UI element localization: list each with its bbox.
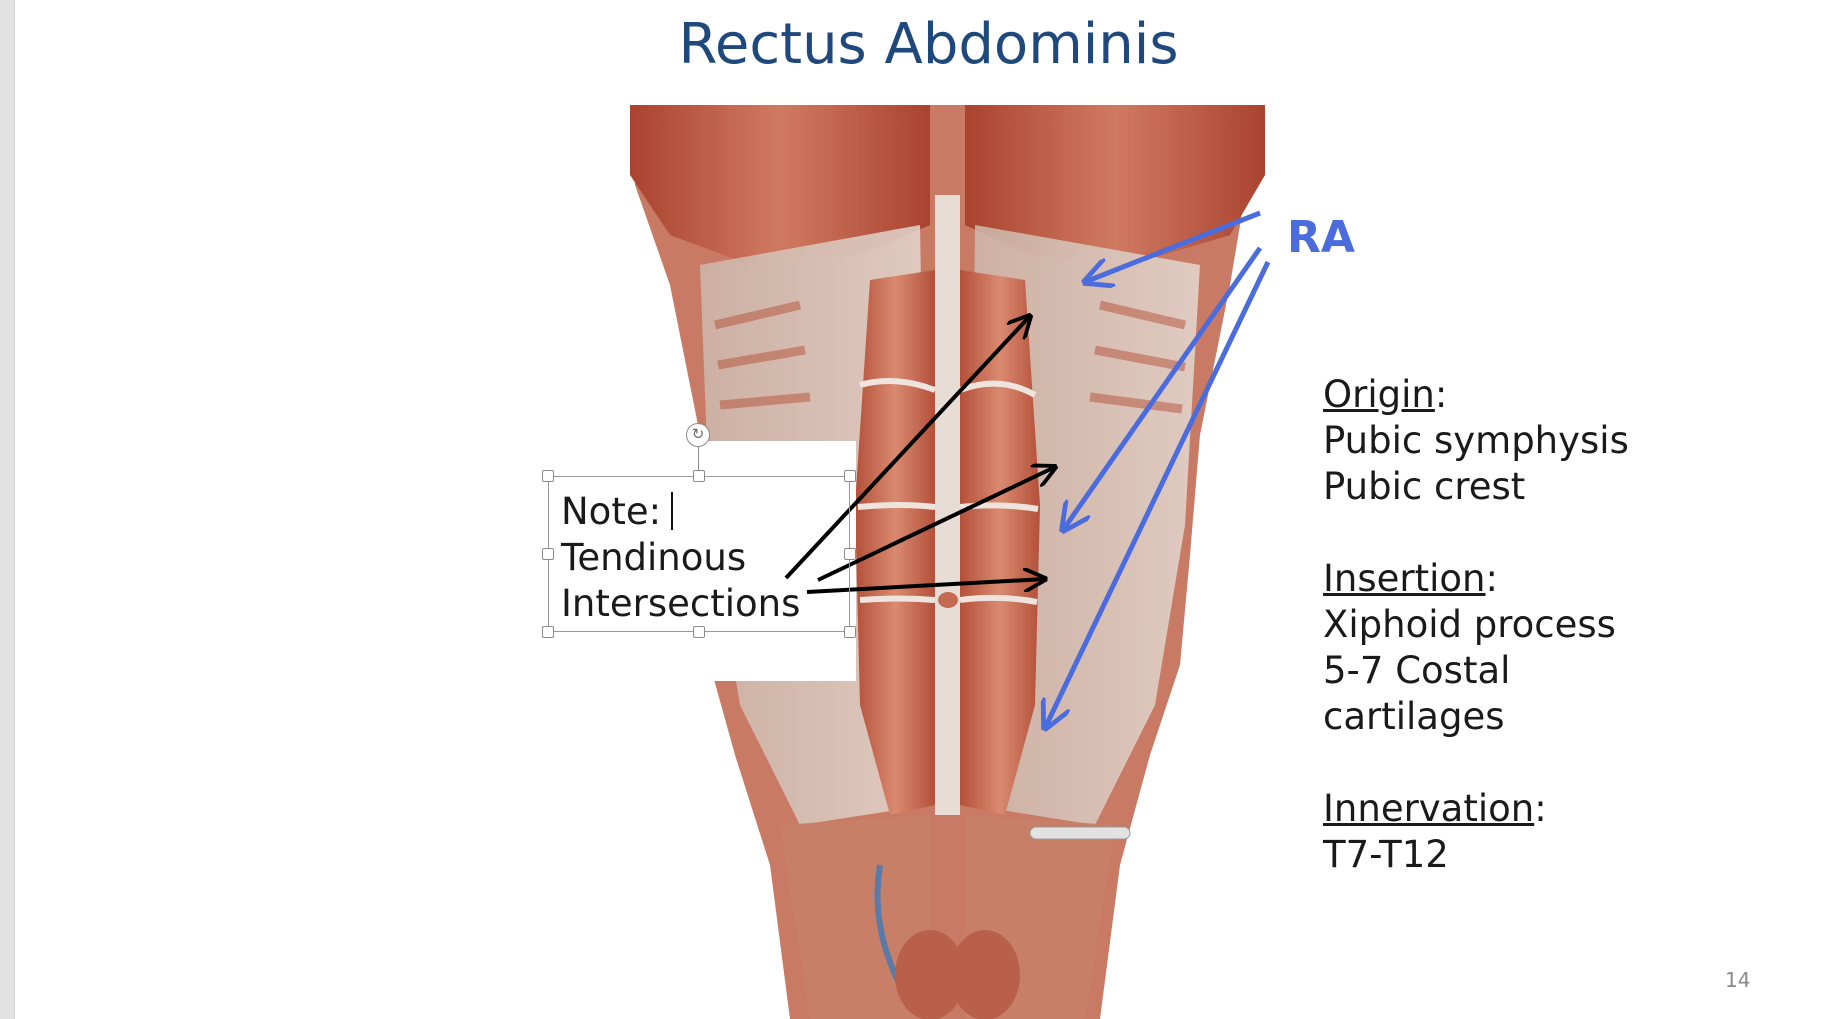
innervation-heading: Innervation bbox=[1323, 787, 1535, 830]
rotate-stem bbox=[698, 445, 699, 471]
innervation-item: T7-T12 bbox=[1323, 833, 1449, 876]
insertion-heading: Insertion bbox=[1323, 557, 1486, 600]
insertion-section: Insertion: Xiphoid process 5-7 Costal ca… bbox=[1323, 556, 1629, 740]
resize-handle-top-right[interactable] bbox=[844, 470, 856, 482]
origin-section: Origin: Pubic symphysis Pubic crest bbox=[1323, 373, 1629, 508]
insertion-item: Xiphoid process bbox=[1323, 603, 1616, 646]
insertion-item: cartilages bbox=[1323, 695, 1505, 738]
resize-handle-left[interactable] bbox=[542, 548, 554, 560]
resize-handle-top-left[interactable] bbox=[542, 470, 554, 482]
left-gutter bbox=[0, 0, 15, 1019]
resize-handle-top[interactable] bbox=[693, 470, 705, 482]
note-line-tendinous: Tendinous bbox=[561, 536, 747, 579]
slide-title[interactable]: Rectus Abdominis bbox=[678, 12, 1179, 77]
origin-heading: Origin bbox=[1323, 373, 1435, 416]
slide-canvas[interactable]: Rectus Abdominis bbox=[15, 0, 1842, 1019]
insertion-item: 5-7 Costal bbox=[1323, 649, 1511, 692]
muscle-info[interactable]: Origin: Pubic symphysis Pubic crest Inse… bbox=[1323, 372, 1629, 924]
note-line-note: Note: bbox=[561, 489, 837, 535]
text-cursor bbox=[671, 492, 674, 530]
ra-callout-label[interactable]: RA bbox=[1287, 212, 1355, 263]
resize-handle-bottom-right[interactable] bbox=[844, 626, 856, 638]
origin-item: Pubic crest bbox=[1323, 465, 1526, 508]
origin-item: Pubic symphysis bbox=[1323, 419, 1629, 462]
slide-number: 14 bbox=[1725, 968, 1751, 992]
innervation-section: Innervation: T7-T12 bbox=[1323, 786, 1629, 878]
resize-handle-bottom[interactable] bbox=[693, 626, 705, 638]
resize-handle-bottom-left[interactable] bbox=[542, 626, 554, 638]
note-line-intersections: Intersections bbox=[561, 582, 801, 625]
resize-handle-right[interactable] bbox=[844, 548, 856, 560]
rotate-icon[interactable]: ↻ bbox=[686, 423, 710, 447]
note-text-box[interactable]: Note: Tendinous Intersections bbox=[548, 476, 850, 632]
